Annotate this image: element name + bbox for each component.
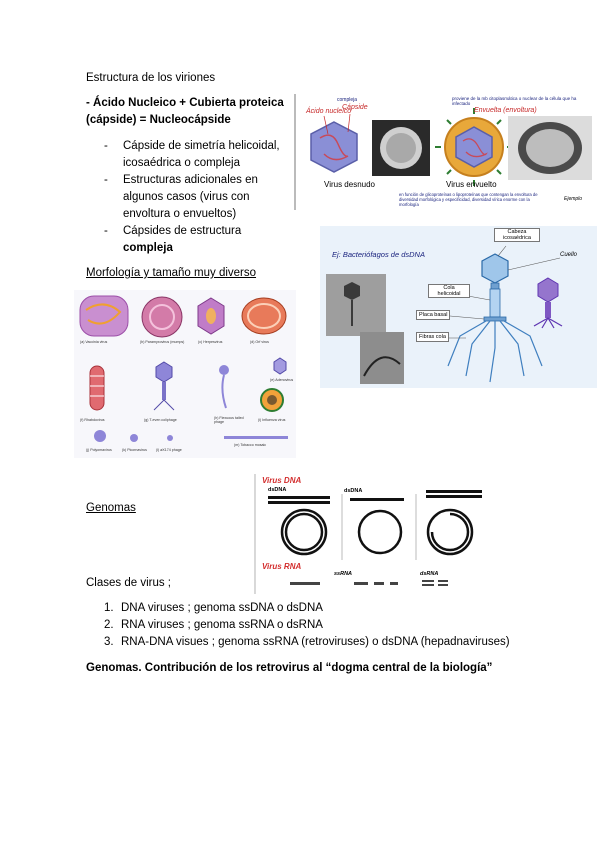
nucleocapside-definition: - Ácido Nucleico + Cubierta proteica (cá… — [86, 95, 296, 129]
label-glicoproteinas: en función de glicoproteínas o lipoprote… — [399, 192, 538, 207]
label-dsrna: dsRNA — [420, 571, 439, 577]
morph-label-g: (g) T-even coliphage — [144, 418, 177, 422]
label-compleja: compleja — [337, 97, 358, 103]
morph-label-j: (j) Polyomavirus — [86, 448, 112, 452]
final-heading: Genomas. Contribución de los retrovirus … — [86, 662, 493, 674]
phage-title: Ej: Bacteriófagos de dsDNA — [332, 250, 425, 259]
genome-diagram — [254, 474, 482, 594]
list-item: Cápsides de estructura compleja — [86, 223, 301, 257]
label-dsdna-1: dsDNA — [268, 487, 287, 493]
morph-label-f: (f) Rhabdovirus — [80, 418, 105, 422]
morph-label-e: (e) Adenovirus — [270, 378, 294, 382]
list-item: 1.DNA viruses ; genoma ssDNA o dsDNA — [104, 602, 323, 614]
list-item: Cápside de simetría helicoidal, icosaédr… — [86, 138, 301, 172]
label-proviene: proviene de la mb citoplasmática o nucle… — [452, 96, 577, 106]
list-item: Estructuras adicionales en algunos casos… — [86, 172, 301, 223]
nucleo-line-1: - Ácido Nucleico + Cubierta proteica — [86, 97, 284, 109]
label-virus-rna: Virus RNA — [262, 562, 302, 571]
morph-label-b: (b) Paramyxovirus (mumps) — [140, 340, 185, 344]
morph-label-l: (l) øX174 phage — [156, 448, 182, 452]
label-cuello: Cuello — [560, 252, 578, 258]
label-virus-desnudo: Virus desnudo — [324, 180, 375, 189]
morph-label-i: (i) Influenza virus — [258, 418, 286, 422]
morfologia-heading: Morfología y tamaño muy diverso — [86, 267, 257, 279]
morphology-diagram — [79, 295, 288, 442]
label-envuelta: Envuelta (envoltura) — [474, 107, 537, 114]
label-fibras-cola: Fibras cola — [416, 332, 449, 342]
label-ssrna: ssRNA — [334, 571, 353, 577]
virion-diagram — [294, 94, 592, 210]
virus-morphology-figure: (a) Vaccinia virus (b) Paramyxovirus (mu… — [74, 290, 296, 458]
list-item: 2.RNA viruses ; genoma ssRNA o dsRNA — [104, 619, 323, 631]
morph-label-h: (h) Flexuous tailed phage — [214, 416, 244, 424]
virus-classes-list: 1.DNA viruses ; genoma ssDNA o dsDNA 2.R… — [86, 600, 566, 651]
morph-label-d: (d) Orf virus — [250, 340, 269, 344]
label-virus-envuelto: Virus envuelto — [446, 180, 497, 189]
morph-label-k: (k) Picornavirus — [122, 448, 147, 452]
label-acido-nucleico: Ácido nucleico — [306, 108, 352, 115]
morph-label-c: (c) Herpesvirus — [198, 340, 223, 344]
genome-types-figure: Virus DNA dsDNA dsDNA Virus RNA ssRNA ds… — [254, 474, 494, 594]
virion-structure-figure: compleja Ácido nucleico Cápside proviene… — [294, 94, 597, 210]
clases-heading: Clases de virus ; — [86, 577, 172, 589]
label-dsdna-2: dsDNA — [344, 488, 363, 494]
label-placa-basal: Placa basal — [416, 310, 451, 320]
label-ejemplo: Ejemplo — [564, 196, 583, 202]
list-item: 3.RNA-DNA visues ; genoma ssRNA (retrovi… — [104, 636, 510, 648]
label-capside: Cápside — [342, 104, 368, 111]
label-virus-dna: Virus DNA — [262, 476, 302, 485]
morph-label-a: (a) Vaccinia virus — [80, 340, 108, 344]
genomas-heading: Genomas — [86, 502, 136, 514]
phage-diagram — [326, 245, 563, 384]
morph-label-m: (m) Tobacco mosaic — [234, 443, 267, 447]
section-heading: Estructura de los viriones — [86, 72, 216, 84]
bullet-list: Cápside de simetría helicoidal, icosaédr… — [86, 138, 301, 257]
nucleo-line-2: (cápside) = Nucleocápside — [86, 114, 231, 126]
